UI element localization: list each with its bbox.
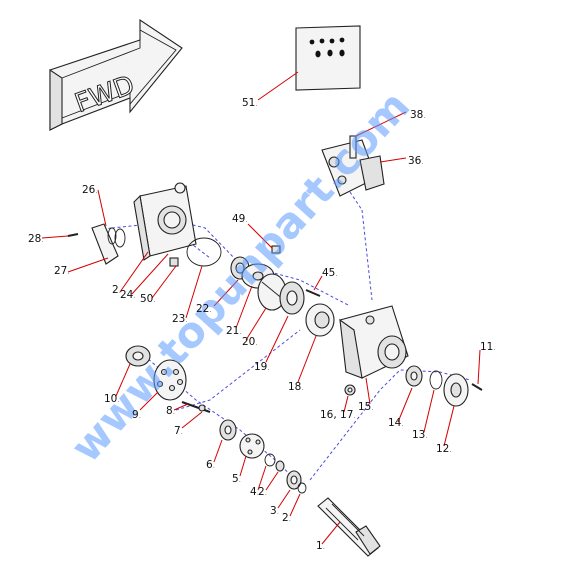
callout-15: 15.	[358, 401, 374, 413]
fitting-16-17	[344, 384, 356, 396]
o-ring-2a	[107, 227, 117, 245]
o-ring-13	[429, 370, 443, 390]
callout-5: 5.	[232, 473, 241, 485]
callout-50: 50.	[140, 293, 156, 305]
cover-12	[443, 373, 469, 407]
callout-2c: 2.	[282, 512, 291, 524]
callout-20: 20.	[242, 336, 258, 348]
drive-shaft-1	[317, 497, 381, 557]
ring-2c	[297, 482, 307, 494]
callout-38: 38.	[410, 109, 426, 121]
callout-13: 13.	[412, 429, 428, 441]
bolt-11	[471, 383, 483, 391]
callout-16-17: 16, 17.	[320, 409, 356, 421]
callout-10: 10.	[104, 393, 120, 405]
callout-1: 1.	[316, 540, 325, 552]
fwd-arrow-icon: FWD	[49, 18, 183, 131]
callout-19: 19.	[254, 361, 270, 373]
callout-7: 7.	[174, 425, 183, 437]
callout-8: 8.	[166, 405, 175, 417]
callout-2b: 2.	[258, 486, 267, 498]
callout-6: 6.	[206, 459, 215, 471]
retainer-6	[219, 419, 237, 441]
seal-kit-box	[295, 25, 361, 91]
callout-22: 22.	[196, 303, 212, 315]
callout-21: 21.	[226, 325, 242, 337]
cylinder-block-9	[153, 359, 187, 401]
callout-51: 51.	[242, 97, 258, 109]
bearing-14	[405, 365, 423, 387]
callout-36: 36.	[408, 155, 424, 167]
callout-4: 4.	[250, 486, 259, 498]
piston-block-19	[279, 281, 305, 315]
leader-lines	[41, 71, 481, 545]
housing-part	[339, 305, 409, 379]
spring-8-7	[181, 401, 211, 413]
callout-14: 14.	[388, 417, 404, 429]
callout-11: 11.	[480, 341, 496, 353]
control-valve-part	[321, 135, 385, 197]
callout-26: 26.	[82, 184, 98, 196]
washer-4	[264, 453, 276, 467]
callout-27: 27.	[54, 265, 70, 277]
rear-cover-part	[91, 182, 197, 265]
pin-45	[305, 289, 321, 297]
callout-labels: 51. 38. 36. 26. 28. 27. 2. 24. 50. 23. 2…	[28, 97, 496, 552]
callout-45: 45.	[322, 267, 338, 279]
collar-2b	[275, 460, 285, 472]
pin-24-50	[169, 257, 179, 267]
bolt-28	[67, 233, 79, 237]
callout-23: 23.	[172, 313, 188, 325]
callout-49: 49.	[232, 213, 248, 225]
shoe-plate-5	[239, 433, 265, 459]
callout-28: 28.	[28, 233, 44, 245]
plug-49	[271, 245, 281, 254]
callout-24: 24.	[120, 289, 136, 301]
callout-12: 12.	[436, 443, 452, 455]
bearing-3	[286, 470, 302, 490]
valve-plate-10	[125, 345, 151, 367]
watermark-text: www.topunpart.com	[61, 81, 419, 471]
callout-18: 18.	[288, 381, 304, 393]
callout-9: 9.	[132, 409, 141, 421]
port-block-18	[305, 303, 335, 337]
callout-3: 3.	[270, 505, 279, 517]
callout-2a: 2.	[112, 284, 121, 296]
o-ring-23	[186, 237, 222, 267]
